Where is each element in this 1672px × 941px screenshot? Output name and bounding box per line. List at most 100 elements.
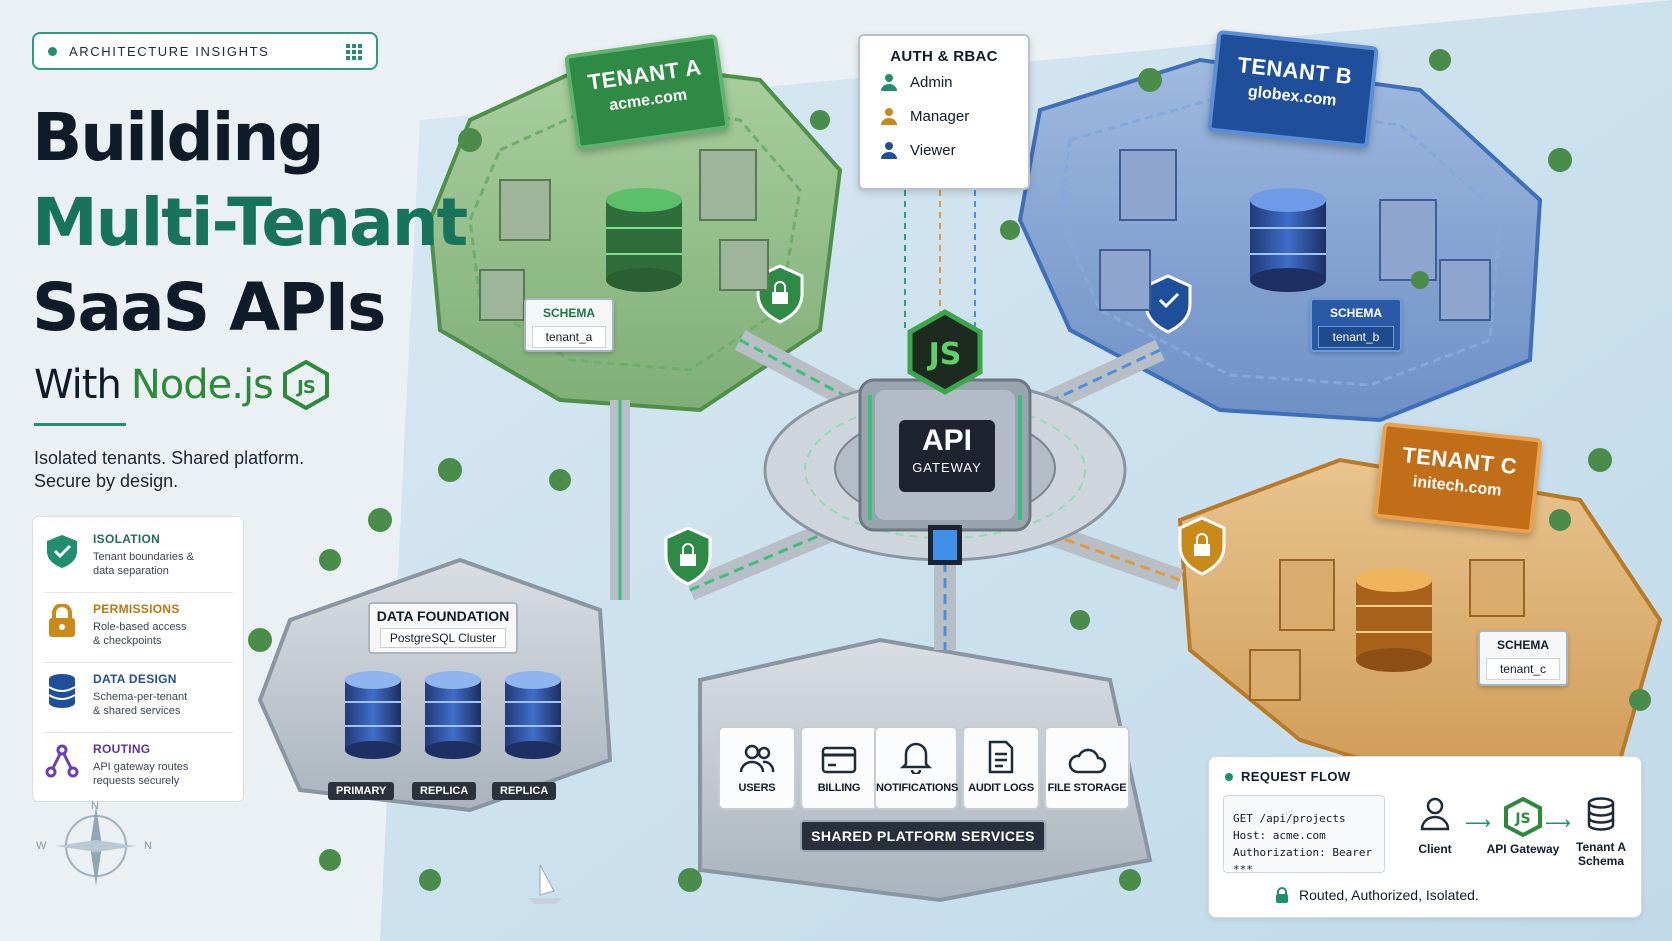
- request-flow-title: REQUEST FLOW: [1241, 769, 1351, 784]
- database-icon: [43, 672, 81, 710]
- role-manager: Manager: [860, 99, 1028, 133]
- compass-e-label: N: [144, 840, 152, 852]
- feature-permissions: PERMISSIONS Role-based access & checkpoin…: [43, 593, 233, 663]
- tenant-b-database: [1250, 188, 1326, 292]
- schema-name: tenant_b: [1318, 326, 1394, 348]
- flow-node-label: API Gateway: [1486, 842, 1560, 856]
- flow-client: Client: [1405, 797, 1465, 856]
- badge-label: ARCHITECTURE INSIGHTS: [69, 43, 270, 59]
- feature-title: ISOLATION: [93, 532, 161, 546]
- feature-routing: ROUTING API gateway routes requests secur…: [43, 733, 233, 803]
- feature-desc-line1: Schema-per-tenant: [93, 691, 188, 703]
- footer-text: Routed, Authorized, Isolated.: [1299, 887, 1479, 903]
- compass-icon: [56, 806, 136, 886]
- shield-check-icon: [43, 532, 81, 570]
- db-node-label: PRIMARY: [328, 782, 395, 800]
- service-users: USERS: [718, 726, 796, 810]
- title-line-2: Multi-Tenant: [32, 184, 468, 261]
- data-foundation-sign: DATA FOUNDATION PostgreSQL Cluster: [368, 602, 518, 654]
- service-label: BILLING: [817, 782, 861, 794]
- shared-platform-services-sign: SHARED PLATFORM SERVICES: [800, 820, 1046, 852]
- request-flow-header: REQUEST FLOW: [1225, 769, 1351, 784]
- user-icon: [881, 108, 897, 125]
- tenant-a-database: [606, 188, 682, 292]
- service-label: AUDIT LOGS: [968, 782, 1034, 794]
- shield-icon-c: [1178, 516, 1226, 576]
- schema-label: SCHEMA: [1329, 306, 1382, 320]
- service-label: USERS: [738, 782, 776, 794]
- tenant-a-schema: SCHEMA tenant_a: [524, 298, 614, 352]
- schema-name: tenant_a: [532, 326, 606, 348]
- flow-tenant-schema: Tenant A Schema: [1565, 797, 1637, 868]
- tagline-2: Secure by design.: [34, 471, 179, 491]
- feature-desc-line1: Role-based access: [93, 621, 187, 633]
- flow-api-gateway: JS API Gateway: [1479, 796, 1567, 856]
- feature-desc-line2: requests securely: [93, 775, 180, 788]
- feature-desc-line1: API gateway routes: [93, 761, 189, 773]
- gateway-subtitle: GATEWAY: [912, 460, 982, 475]
- svg-text:JS: JS: [1514, 811, 1530, 827]
- title-underline: [34, 423, 126, 426]
- title-nodejs: Node.js: [130, 362, 274, 408]
- user-icon: [881, 142, 897, 159]
- feature-desc-line1: Tenant boundaries &: [93, 551, 194, 563]
- feature-data-design: DATA DESIGN Schema-per-tenant & shared se…: [43, 663, 233, 733]
- service-audit-logs: AUDIT LOGS: [962, 726, 1040, 810]
- bell-icon: [900, 742, 932, 774]
- feature-desc-line2: data separation: [93, 565, 169, 578]
- feature-title: PERMISSIONS: [93, 602, 180, 616]
- users-icon: [739, 744, 775, 773]
- status-dot: [48, 46, 57, 56]
- tagline-1: Isolated tenants. Shared platform.: [34, 448, 305, 468]
- db-node-label: REPLICA: [412, 782, 477, 800]
- feature-title: ROUTING: [93, 742, 151, 756]
- compass-n-label: N: [91, 800, 99, 812]
- svg-text:JS: JS: [927, 337, 962, 372]
- host-line: Host: acme.com: [1233, 829, 1326, 843]
- service-label: NOTIFICATIONS: [876, 782, 959, 794]
- tenant-b-schema: SCHEMA tenant_b: [1310, 298, 1402, 352]
- flow-node-label: Client: [1418, 842, 1452, 856]
- gateway-title: API: [921, 424, 972, 457]
- role-label: Viewer: [910, 141, 956, 159]
- nodejs-hex-icon: JS: [1504, 796, 1542, 838]
- feature-title: DATA DESIGN: [93, 672, 177, 686]
- request-flow-footer: Routed, Authorized, Isolated.: [1275, 887, 1479, 903]
- schema-label: SCHEMA: [542, 306, 595, 320]
- tenant-c-schema: SCHEMA tenant_c: [1478, 630, 1568, 686]
- user-icon: [881, 74, 897, 91]
- service-file-storage: FILE STORAGE: [1044, 726, 1130, 810]
- feature-desc-line2: & shared services: [93, 705, 181, 718]
- replica-database-1: [425, 671, 481, 759]
- http-request-snippet: GET /api/projects Host: acme.com Authori…: [1223, 795, 1385, 876]
- replica-database-2: [505, 671, 561, 759]
- feature-desc-line2: & checkpoints: [93, 635, 162, 648]
- request-line: GET /api/projects: [1233, 812, 1346, 825]
- service-label: FILE STORAGE: [1047, 782, 1127, 794]
- document-icon: [988, 740, 1014, 774]
- arrow-right-icon: ⟶: [1545, 813, 1571, 833]
- service-notifications: NOTIFICATIONS: [874, 726, 958, 810]
- service-billing: BILLING: [800, 726, 878, 810]
- database-icon: [1587, 797, 1615, 831]
- schema-label: SCHEMA: [1496, 638, 1549, 652]
- compass-w-label: W: [36, 840, 47, 852]
- flow-node-label-1: Tenant A: [1576, 840, 1626, 854]
- role-label: Admin: [910, 73, 953, 91]
- features-panel: ISOLATION Tenant boundaries & data separa…: [32, 516, 244, 802]
- nodejs-logo-icon: JS: [282, 360, 329, 410]
- role-admin: Admin: [860, 65, 1028, 99]
- auth-title: AUTH & RBAC: [890, 48, 998, 65]
- tenant-b-sign: TENANT B globex.com: [1207, 29, 1379, 149]
- status-dot: [1225, 772, 1233, 781]
- feature-isolation: ISOLATION Tenant boundaries & data separa…: [43, 523, 233, 593]
- credit-card-icon: [821, 746, 857, 774]
- title-with: With: [34, 362, 122, 408]
- title-line-1: Building: [32, 99, 325, 176]
- authorization-line: Authorization: Bearer ***: [1233, 846, 1373, 877]
- cloud-icon: [1068, 748, 1107, 774]
- tenant-c-database: [1356, 568, 1432, 672]
- db-node-label: REPLICA: [492, 782, 557, 800]
- user-icon: [1420, 797, 1450, 831]
